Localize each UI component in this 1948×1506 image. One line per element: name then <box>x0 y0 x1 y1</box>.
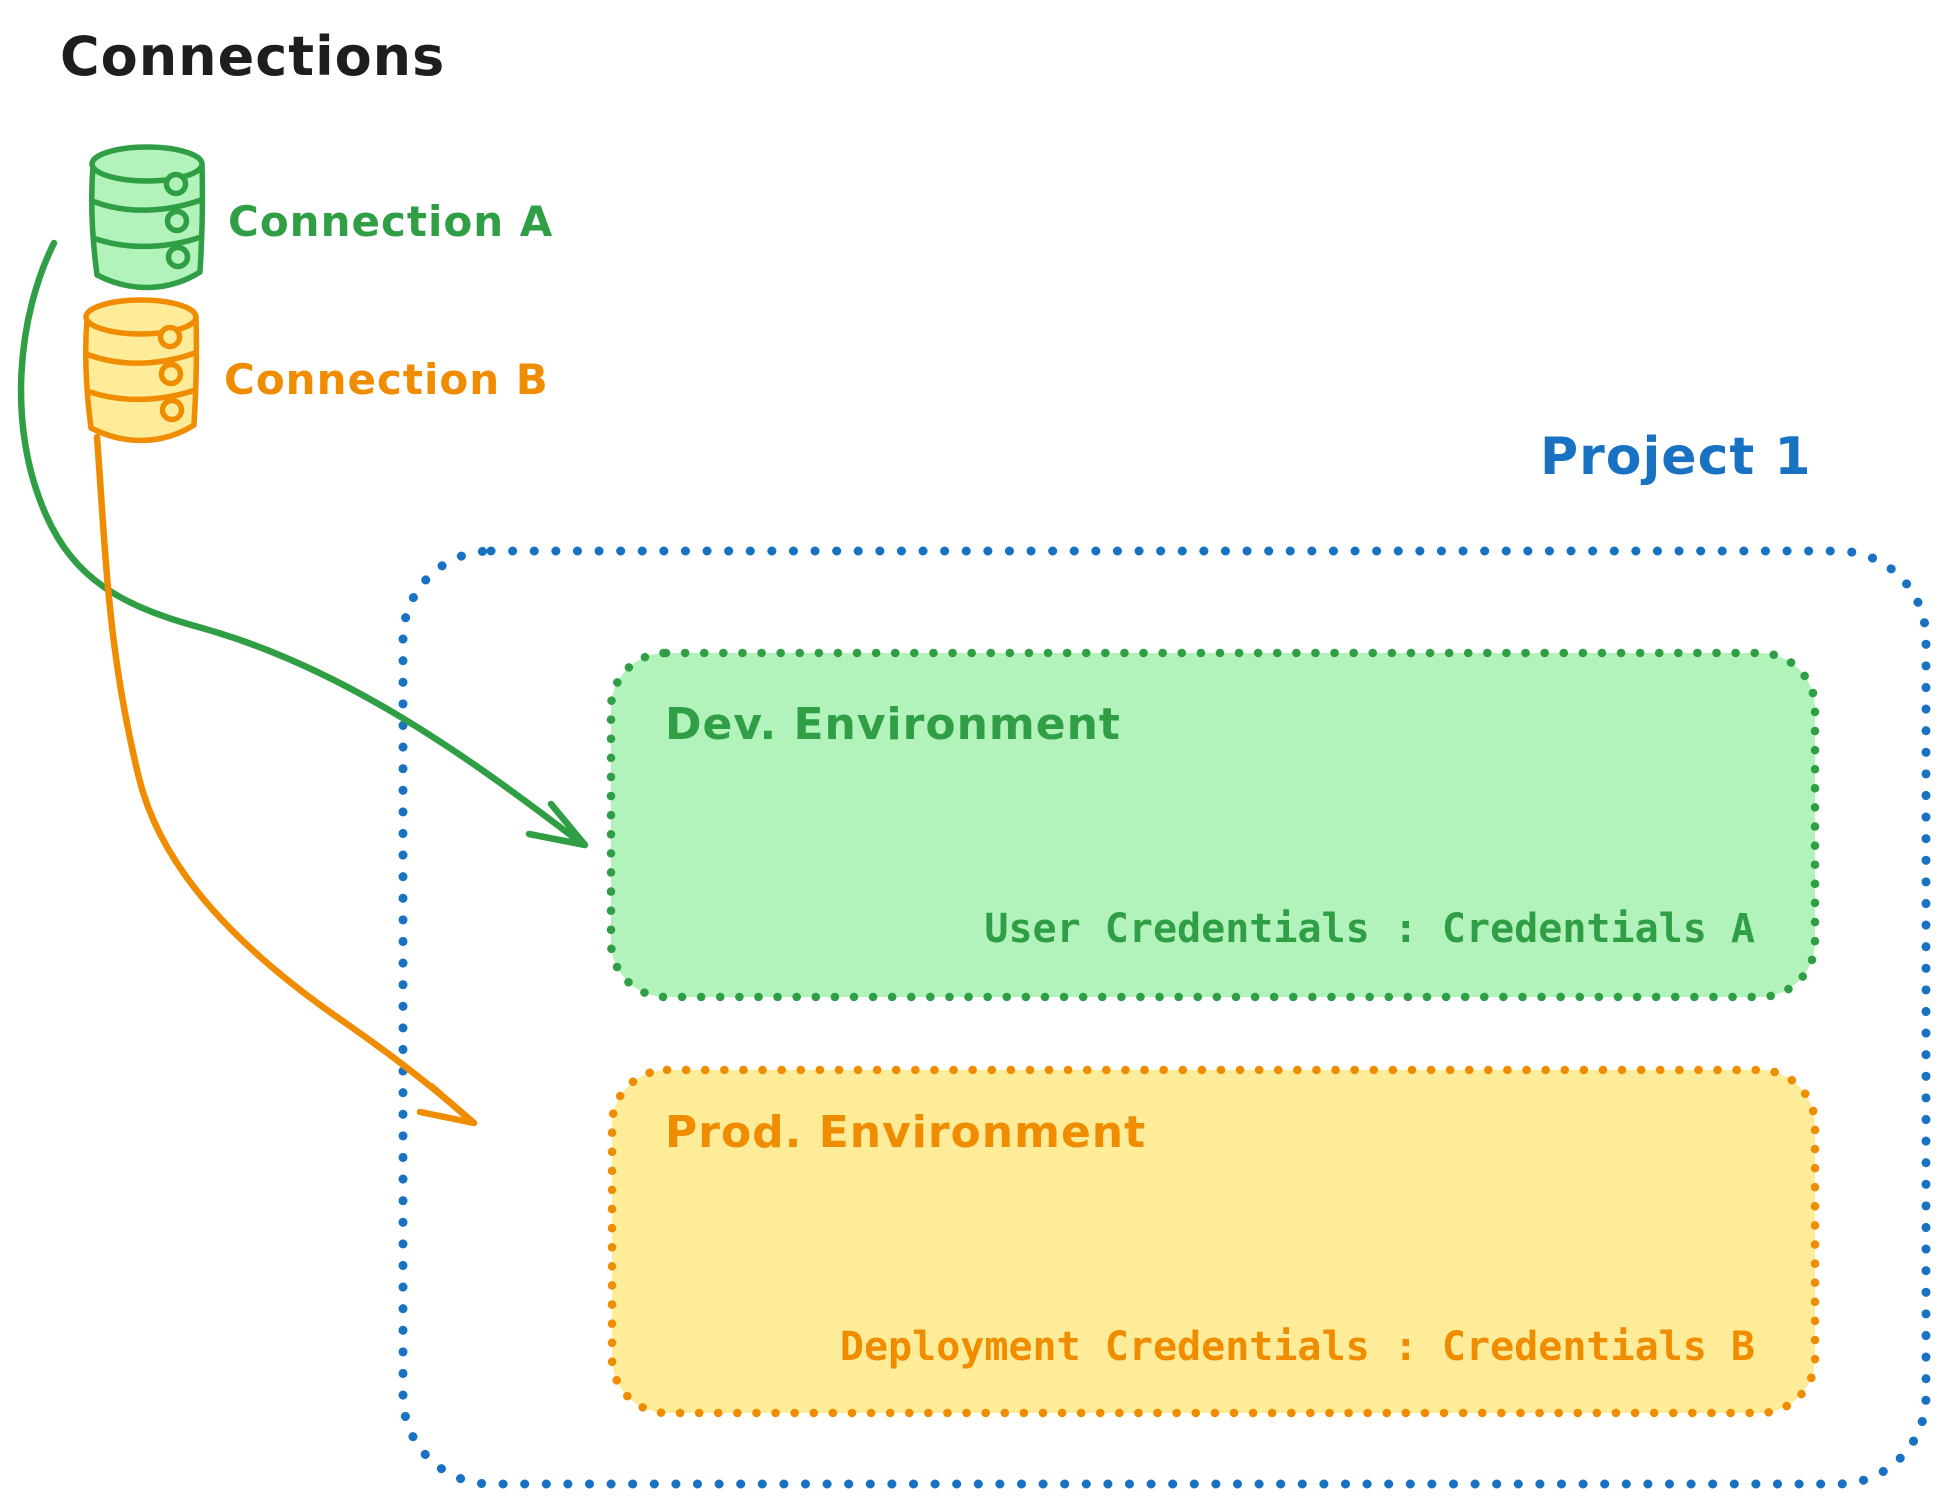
dev-environment-title: Dev. Environment <box>665 699 1121 750</box>
prod-environment-credentials: Deployment Credentials : Credentials B <box>839 1324 1755 1370</box>
dev-environment-credentials: User Credentials : Credentials A <box>984 906 1755 952</box>
arrowhead-green <box>525 800 589 849</box>
dev-environment-box-border <box>606 648 1820 1002</box>
connection-a-label: Connection A <box>228 197 554 246</box>
prod-environment-box-fill <box>612 1070 1815 1413</box>
arrow-connection-a-to-dev <box>17 239 589 849</box>
prod-environment-title: Prod. Environment <box>665 1107 1147 1158</box>
project-1-container-box <box>398 546 1931 1489</box>
dev-environment-box-fill <box>611 653 1815 997</box>
project-1-title: Project 1 <box>1540 427 1812 487</box>
prod-environment-box-border <box>607 1065 1820 1418</box>
connection-a-database-icon <box>89 144 206 291</box>
connections-heading: Connections <box>60 25 446 88</box>
arrowhead-orange <box>416 1082 478 1127</box>
connection-b-database-icon <box>83 297 200 444</box>
arrow-connection-b-to-prod <box>93 433 478 1127</box>
connection-b-label: Connection B <box>224 355 549 404</box>
